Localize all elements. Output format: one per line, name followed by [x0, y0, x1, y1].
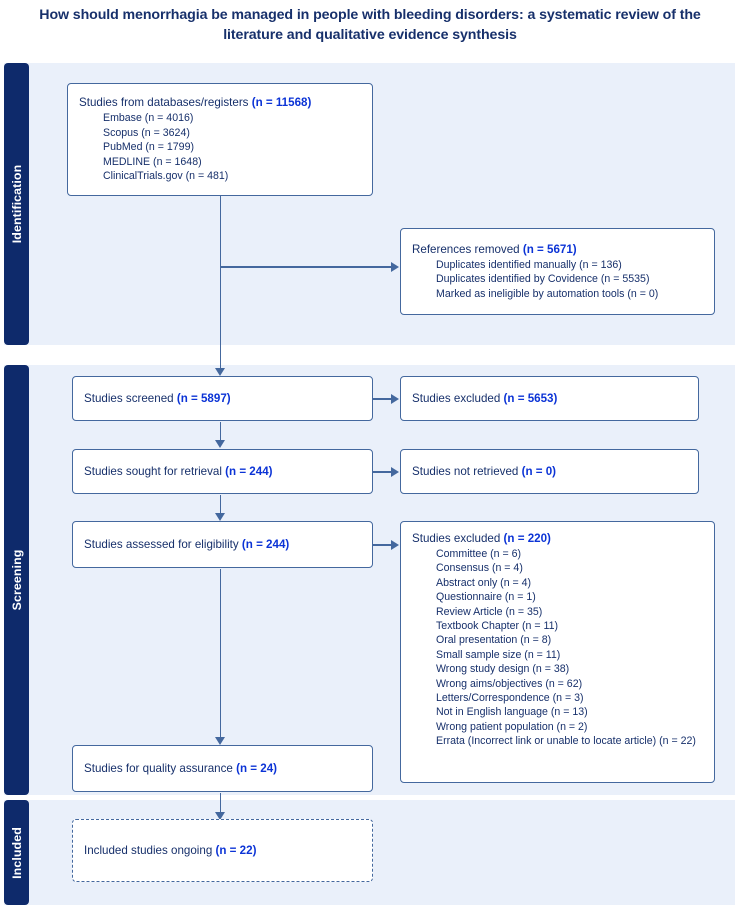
list-item: Textbook Chapter (n = 11)	[436, 620, 558, 633]
box-studies-excluded-eligibility-count: (n = 220)	[503, 532, 551, 545]
box-studies-screened-count: (n = 5897)	[176, 391, 231, 405]
arrowhead-sought-to-not-retrieved	[391, 466, 399, 477]
box-quality-assurance-count: (n = 24)	[236, 761, 278, 775]
box-studies-screened[interactable]: Studies screened (n = 5897)	[72, 376, 373, 421]
list-item: Duplicates identified by Covidence (n = …	[436, 273, 650, 286]
box-quality-assurance[interactable]: Studies for quality assurance (n = 24)	[72, 745, 373, 792]
list-item: Duplicates identified manually (n = 136)	[436, 258, 622, 271]
box-records-identified-label: Studies from databases/registers	[79, 96, 249, 110]
section-tab-included: Included	[4, 800, 29, 905]
connector-quality-to-included	[219, 793, 222, 816]
box-records-identified[interactable]: Studies from databases/registers (n = 11…	[67, 83, 373, 196]
arrowhead-sought-to-assessed	[215, 513, 225, 521]
box-references-removed-label: References removed	[412, 242, 520, 256]
arrowhead-assessed-to-quality	[215, 737, 225, 745]
arrowhead-identified-to-removed	[391, 261, 399, 272]
box-studies-excluded-eligibility-label: Studies excluded	[412, 532, 501, 545]
box-studies-excluded-screening-header: Studies excluded (n = 5653)	[412, 391, 687, 407]
list-item: Abstract only (n = 4)	[436, 576, 532, 589]
section-label-screening: Screening	[9, 549, 24, 611]
box-records-identified-list: Embase (n = 4016) Scopus (n = 3624) PubM…	[79, 111, 361, 183]
list-item: Marked as ineligible by automation tools…	[436, 287, 659, 300]
list-item: Committee (n = 6)	[436, 548, 522, 560]
list-item: Scopus (n = 3624)	[103, 126, 190, 139]
box-studies-assessed[interactable]: Studies assessed for eligibility (n = 24…	[72, 521, 373, 568]
list-item: Questionnaire (n = 1)	[436, 591, 536, 604]
box-references-removed-header: References removed (n = 5671)	[412, 242, 703, 258]
connector-screened-to-excluded	[373, 398, 392, 400]
box-studies-excluded-screening[interactable]: Studies excluded (n = 5653)	[400, 376, 699, 421]
box-references-removed-count: (n = 5671)	[522, 242, 577, 256]
connector-screened-to-sought	[219, 422, 222, 444]
list-item: Small sample size (n = 11)	[436, 648, 561, 661]
arrowhead-identified-to-screened	[215, 368, 225, 376]
box-included-ongoing-header: Included studies ongoing (n = 22)	[84, 843, 361, 859]
connector-assessed-to-excluded-eligibility	[373, 544, 392, 546]
box-studies-not-retrieved[interactable]: Studies not retrieved (n = 0)	[400, 449, 699, 494]
box-studies-screened-header: Studies screened (n = 5897)	[84, 391, 361, 407]
connector-identified-to-screened	[219, 196, 222, 372]
list-item: Errata (Incorrect link or unable to loca…	[436, 735, 696, 748]
box-studies-screened-label: Studies screened	[84, 391, 174, 405]
connector-sought-to-assessed	[219, 495, 222, 517]
list-item: MEDLINE (n = 1648)	[103, 155, 202, 168]
box-studies-not-retrieved-label: Studies not retrieved	[412, 464, 519, 478]
arrowhead-screened-to-excluded	[391, 393, 399, 404]
list-item: PubMed (n = 1799)	[103, 141, 194, 154]
box-studies-sought[interactable]: Studies sought for retrieval (n = 244)	[72, 449, 373, 494]
box-included-ongoing-count: (n = 22)	[215, 843, 257, 857]
box-studies-excluded-eligibility-list: Committee (n = 6) Consensus (n = 4) Abst…	[412, 547, 703, 749]
list-item: Consensus (n = 4)	[436, 562, 523, 575]
list-item: Wrong study design (n = 38)	[436, 663, 570, 676]
box-included-ongoing[interactable]: Included studies ongoing (n = 22)	[72, 819, 373, 882]
box-studies-assessed-header: Studies assessed for eligibility (n = 24…	[84, 537, 361, 553]
box-studies-excluded-eligibility-header: Studies excluded (n = 220)	[412, 531, 703, 547]
box-studies-excluded-screening-label: Studies excluded	[412, 391, 501, 405]
list-item: Oral presentation (n = 8)	[436, 634, 552, 647]
list-item: Wrong patient population (n = 2)	[436, 720, 588, 733]
arrowhead-assessed-to-excluded-eligibility	[391, 539, 399, 550]
box-studies-not-retrieved-header: Studies not retrieved (n = 0)	[412, 464, 687, 480]
box-references-removed[interactable]: References removed (n = 5671) Duplicates…	[400, 228, 715, 315]
list-item: Not in English language (n = 13)	[436, 706, 588, 719]
list-item: Embase (n = 4016)	[103, 112, 194, 125]
box-quality-assurance-header: Studies for quality assurance (n = 24)	[84, 761, 361, 777]
connector-identified-to-removed	[220, 266, 392, 268]
box-studies-assessed-count: (n = 244)	[241, 537, 290, 551]
box-included-ongoing-label: Included studies ongoing	[84, 843, 213, 857]
page-title: How should menorrhagia be managed in peo…	[39, 7, 701, 43]
list-item: Letters/Correspondence (n = 3)	[436, 692, 584, 705]
section-tab-identification: Identification	[4, 63, 29, 345]
connector-sought-to-not-retrieved	[373, 471, 392, 473]
box-studies-excluded-eligibility[interactable]: Studies excluded (n = 220) Committee (n …	[400, 521, 715, 783]
section-tab-screening: Screening	[4, 365, 29, 795]
box-records-identified-count: (n = 11568)	[251, 96, 312, 110]
list-item: Wrong aims/objectives (n = 62)	[436, 677, 583, 690]
box-studies-sought-header: Studies sought for retrieval (n = 244)	[84, 464, 361, 480]
section-label-included: Included	[9, 826, 24, 879]
box-studies-sought-label: Studies sought for retrieval	[84, 464, 222, 478]
box-studies-assessed-label: Studies assessed for eligibility	[84, 537, 239, 551]
arrowhead-quality-to-included	[215, 812, 225, 820]
box-references-removed-list: Duplicates identified manually (n = 136)…	[412, 258, 703, 301]
connector-assessed-to-quality	[219, 569, 222, 741]
arrowhead-screened-to-sought	[215, 440, 225, 448]
box-records-identified-header: Studies from databases/registers (n = 11…	[79, 95, 361, 111]
box-studies-excluded-screening-count: (n = 5653)	[503, 391, 558, 405]
list-item: Review Article (n = 35)	[436, 605, 543, 618]
box-studies-not-retrieved-count: (n = 0)	[521, 464, 557, 478]
box-quality-assurance-label: Studies for quality assurance	[84, 761, 233, 775]
list-item: ClinicalTrials.gov (n = 481)	[103, 170, 229, 183]
box-studies-sought-count: (n = 244)	[225, 464, 273, 478]
section-label-identification: Identification	[9, 164, 24, 244]
